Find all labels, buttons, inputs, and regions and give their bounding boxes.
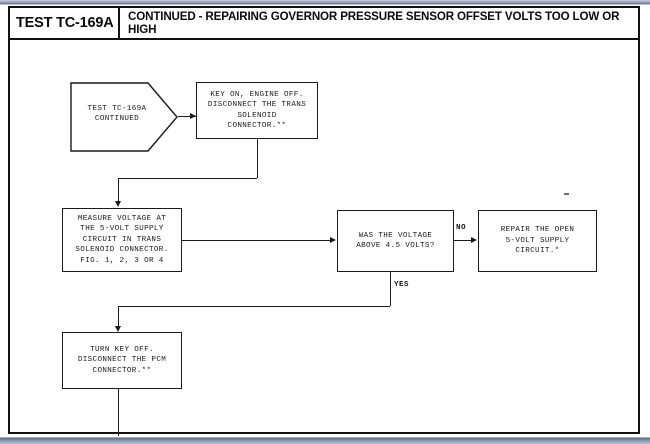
node-decision-voltage-label: WAS THE VOLTAGE ABOVE 4.5 VOLTS?: [356, 231, 435, 250]
pentagon-arrow-shape: [70, 82, 178, 152]
edge-decision-yes-left: [118, 306, 390, 307]
scan-edge-bottom: [0, 437, 650, 444]
edge-measure-to-decision-arrowhead: [330, 236, 336, 243]
edge-yes-to-turnkey-down: [118, 306, 119, 328]
edge-label-no: NO: [456, 224, 466, 232]
header-title-cell: CONTINUED - REPAIRING GOVERNOR PRESSURE …: [120, 8, 638, 38]
edge-decision-to-repair-line: [454, 240, 472, 241]
node-start: TEST TC-169A CONTINUED: [70, 82, 178, 152]
edge-keyon-left: [118, 178, 257, 179]
edge-start-to-keyon-arrowhead: [190, 112, 196, 119]
node-start-label: TEST TC-169A CONTINUED: [87, 105, 147, 124]
node-measure-voltage: MEASURE VOLTAGE AT THE 5-VOLT SUPPLY CIR…: [62, 208, 182, 272]
page-title: CONTINUED - REPAIRING GOVERNOR PRESSURE …: [128, 10, 620, 36]
node-decision-voltage: WAS THE VOLTAGE ABOVE 4.5 VOLTS?: [337, 210, 454, 272]
edge-label-yes: YES: [394, 281, 409, 289]
node-repair-open-label: REPAIR THE OPEN 5-VOLT SUPPLY CIRCUIT.*: [500, 226, 575, 256]
header-test-id: TEST TC-169A: [16, 15, 114, 31]
page-header: TEST TC-169A CONTINUED - REPAIRING GOVER…: [10, 8, 638, 40]
node-repair-open: REPAIR THE OPEN 5-VOLT SUPPLY CIRCUIT.*: [478, 210, 597, 272]
scan-edge-top: [0, 0, 650, 5]
edge-start-to-keyon-line: [178, 116, 196, 117]
edge-keyon-down: [257, 139, 258, 178]
node-measure-voltage-label: MEASURE VOLTAGE AT THE 5-VOLT SUPPLY CIR…: [75, 214, 169, 265]
edge-keyon-to-measure-arrowhead: [114, 201, 121, 207]
node-key-on: KEY ON, ENGINE OFF. DISCONNECT THE TRANS…: [196, 82, 318, 139]
node-turn-key-off: TURN KEY OFF. DISCONNECT THE PCM CONNECT…: [62, 332, 182, 389]
edge-turnkey-to-page-bottom: [118, 389, 119, 436]
node-key-on-label: KEY ON, ENGINE OFF. DISCONNECT THE TRANS…: [207, 90, 307, 130]
edge-decision-yes-down: [390, 272, 391, 306]
edge-measure-to-decision-line: [182, 240, 331, 241]
edge-keyon-to-measure-down: [118, 178, 119, 203]
node-turn-key-off-label: TURN KEY OFF. DISCONNECT THE PCM CONNECT…: [77, 345, 167, 375]
edge-yes-to-turnkey-arrowhead: [114, 326, 121, 332]
scan-speck: [564, 193, 569, 195]
edge-decision-to-repair-arrowhead: [471, 236, 477, 243]
header-test-id-cell: TEST TC-169A: [10, 8, 120, 38]
